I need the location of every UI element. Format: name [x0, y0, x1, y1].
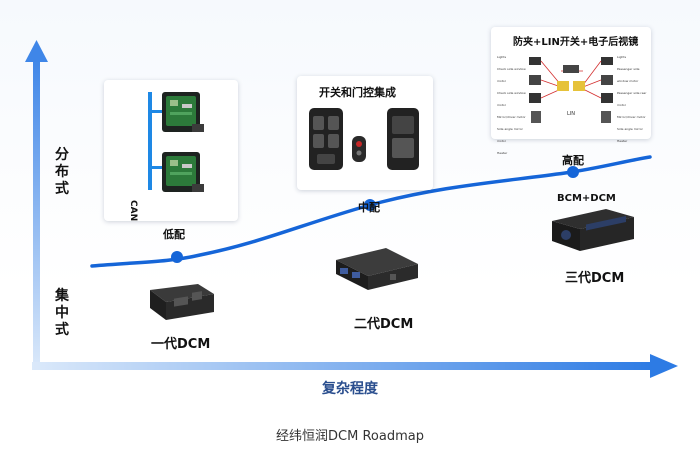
level-label-low: 低配	[163, 228, 185, 241]
card3-right-item: Side angle mirror	[617, 127, 643, 131]
card-distributed-can: CAN	[104, 80, 238, 221]
gen2-label: 二代DCM	[354, 317, 414, 332]
lin-topology-diagram	[529, 57, 613, 123]
can-tag: CAN	[128, 200, 138, 222]
card3-right-item: Mirror/driver motor	[617, 115, 646, 119]
card3-left-item: Side angle mirror motor	[497, 127, 523, 143]
x-axis-title: 复杂程度	[322, 381, 378, 397]
gen3-label: 三代DCM	[565, 271, 625, 286]
gen1-dcm-image	[150, 284, 214, 320]
switch-panels-image	[309, 108, 419, 170]
y-axis-top-label: 分布式	[55, 147, 69, 197]
gen2-dcm-image	[336, 248, 418, 290]
roadmap-stage: 分布式 集中式 复杂程度 低配 中配 高配	[0, 0, 700, 410]
card-anti-pinch-lin-mirror: 防夹+LIN开关+电子后视镜 Lights Check side window …	[491, 27, 651, 155]
card3-right-item: Lights	[617, 55, 627, 59]
card3-left-item: Heater	[497, 151, 508, 155]
level-dot-mid	[364, 199, 376, 211]
bcm-dcm-label: BCM+DCM	[557, 193, 616, 204]
level-label-mid: 中配	[358, 201, 380, 214]
card3-left-item: Check side window motor	[497, 67, 526, 83]
card3-left-items: Lights Check side window motor Check sid…	[497, 51, 527, 159]
level-label-high: 高配	[562, 154, 584, 167]
y-axis-arrow	[25, 40, 48, 370]
level-dot-high	[567, 166, 579, 178]
y-axis-bottom-label: 集中式	[55, 288, 69, 338]
card3-left-item: Lights	[497, 55, 507, 59]
gen1-label: 一代DCM	[151, 337, 211, 352]
card3-right-item: Heater	[617, 139, 628, 143]
level-dot-low	[171, 251, 183, 263]
card3-left-item: Mirror/driver motor	[497, 115, 526, 119]
can-modules-image	[148, 92, 204, 192]
card3-title: 防夹+LIN开关+电子后视镜	[513, 37, 639, 48]
card3-right-item: Passenger side window motor	[617, 67, 640, 83]
card3-right-item: Passenger side rear motor	[617, 91, 647, 107]
card3-right-items: Lights Passenger side window motor Passe…	[617, 51, 647, 147]
card-switch-door-integration: 开关和门控集成	[297, 76, 433, 190]
card2-title: 开关和门控集成	[319, 86, 396, 99]
x-axis-arrow	[32, 354, 678, 378]
figure-caption: 经纬恒润DCM Roadmap	[276, 429, 424, 444]
card3-left-item: Check side window motor	[497, 91, 526, 107]
gen3-dcm-image	[552, 209, 634, 251]
card3-lin-text: LIN	[567, 111, 576, 117]
roadmap-curve	[90, 155, 652, 268]
